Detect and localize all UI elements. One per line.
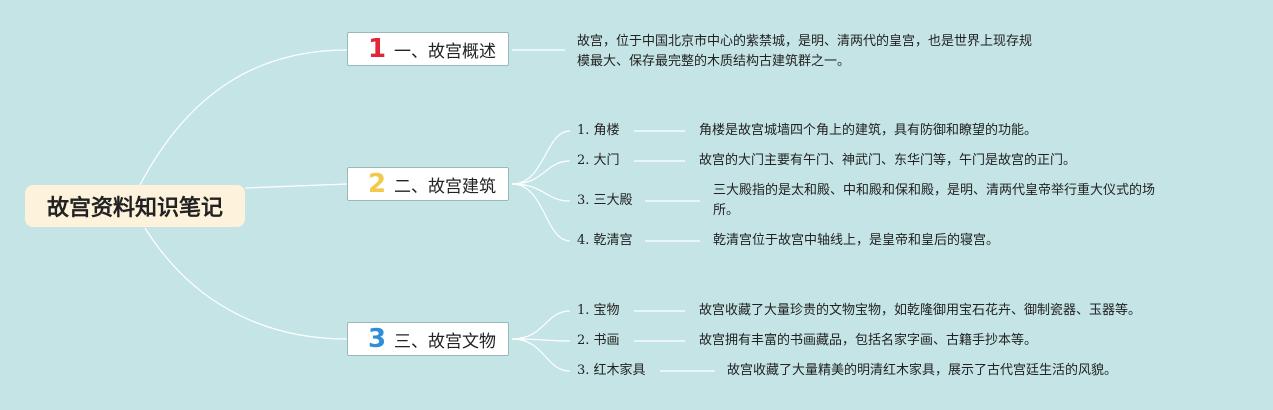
branch-node-overview[interactable]: 1 一、故宫概述 [347, 32, 509, 66]
connector-root-branch3 [144, 227, 348, 340]
leaf-label-paintings[interactable]: 2. 书画 [577, 333, 620, 348]
branch-node-architecture[interactable]: 2 二、故宫建筑 [347, 167, 509, 201]
leaf-desc-paintings: 故宫拥有丰富的书画藏品，包括名家字画、古籍手抄本等。 [699, 333, 1038, 348]
root-title: 故宫资料知识笔记 [46, 196, 223, 221]
branch-number-1: 1 [367, 34, 387, 64]
leaf-label-qianqing-palace[interactable]: 4. 乾清宫 [577, 233, 633, 248]
desc-line: 故宫，位于中国北京市中心的紫禁城，是明、清两代的皇宫，也是世界上现存规 [577, 34, 1033, 49]
leaf-desc-three-halls: 三大殿指的是太和殿、中和殿和保和殿，是明、清两代皇帝举行重大仪式的场 所。 [713, 181, 1155, 221]
connector-branch3-item3 [511, 338, 571, 372]
connector-branch2-item4 [511, 183, 571, 242]
connector-branch2-item3 [511, 183, 571, 202]
root-node[interactable]: 故宫资料知识笔记 [25, 185, 245, 227]
leaf-label-gate[interactable]: 2. 大门 [577, 153, 620, 168]
desc-line: 模最大、保存最完整的木质结构古建筑群之一。 [577, 54, 851, 69]
leaf-label-treasures[interactable]: 1. 宝物 [577, 303, 620, 318]
leaf-desc-gate: 故宫的大门主要有午门、神武门、东华门等，午门是故宫的正门。 [699, 153, 1077, 168]
desc-line: 三大殿指的是太和殿、中和殿和保和殿，是明、清两代皇帝举行重大仪式的场 [713, 183, 1156, 198]
leaf-label-furniture[interactable]: 3. 红木家具 [577, 363, 646, 378]
branch1-description: 故宫，位于中国北京市中心的紫禁城，是明、清两代的皇宫，也是世界上现存规 模最大、… [577, 32, 1032, 72]
branch-label: 一、故宫概述 [394, 41, 496, 62]
branch-number-3: 3 [367, 324, 387, 354]
branch-node-relics[interactable]: 3 三、故宫文物 [347, 322, 509, 356]
branch-label: 三、故宫文物 [394, 331, 496, 352]
branch-label: 二、故宫建筑 [394, 176, 496, 197]
desc-line: 所。 [713, 203, 740, 218]
connector-root-branch1 [139, 49, 348, 186]
connector-branch2-item2 [511, 160, 571, 185]
branch-number-2: 2 [367, 169, 387, 199]
leaf-desc-furniture: 故宫收藏了大量精美的明清红木家具，展示了古代宫廷生活的风貌。 [727, 363, 1118, 378]
leaf-label-three-halls[interactable]: 3. 三大殿 [577, 193, 633, 208]
leaf-label-corner-tower[interactable]: 1. 角楼 [577, 123, 620, 138]
leaf-desc-corner-tower: 角楼是故宫城墙四个角上的建筑，具有防御和瞭望的功能。 [699, 123, 1038, 138]
connector-root-branch2 [244, 183, 348, 189]
leaf-desc-qianqing-palace: 乾清宫位于故宫中轴线上，是皇帝和皇后的寝宫。 [713, 233, 1000, 248]
connector-branch3-item1 [511, 310, 571, 340]
connector-branch2-item1 [511, 130, 571, 185]
leaf-desc-treasures: 故宫收藏了大量珍贵的文物宝物，如乾隆御用宝石花卉、御制瓷器、玉器等。 [699, 303, 1142, 318]
